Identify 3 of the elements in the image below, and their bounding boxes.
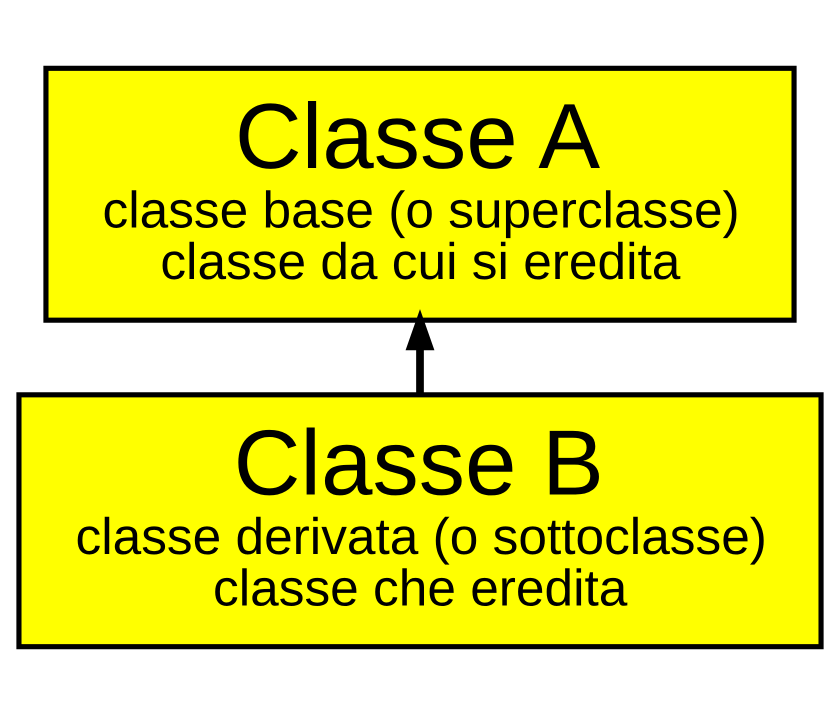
node-box: Classe B classe derivata (o sottoclasse) classe che eredita: [16, 392, 824, 650]
node-box: Classe A classe base (o superclasse) classe da cui si eredita: [43, 66, 797, 323]
arrow: [406, 309, 434, 394]
